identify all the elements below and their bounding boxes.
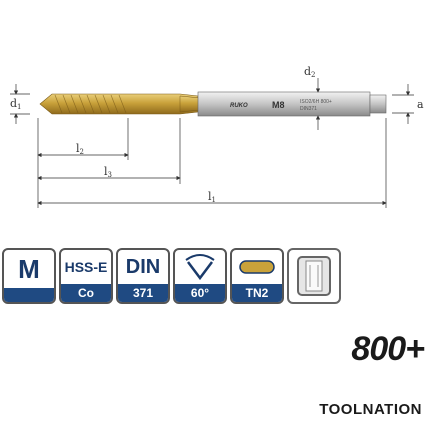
badge-coating-value: TN2 <box>232 284 282 302</box>
dim-l1-label: l1 <box>208 190 216 204</box>
badge-standard-label: DIN <box>125 255 161 278</box>
shank-line-2: DIN371 <box>300 106 317 112</box>
tap-technical-drawing: RUKO M8 ISO2/6H 800+ DIN371 d1 d2 a l2 l… <box>10 65 424 208</box>
shank-size: M8 <box>272 100 285 110</box>
tap-image: RUKO M8 ISO2/6H 800+ DIN371 <box>39 91 387 117</box>
dim-l3-label: l3 <box>104 165 112 179</box>
badge-angle-value: 60° <box>175 284 225 302</box>
shank-brand: RUKO <box>230 103 248 109</box>
badge-metric-bar <box>4 288 54 302</box>
badge-standard: DIN 371 <box>116 248 170 304</box>
badge-coating: TN2 <box>230 248 284 304</box>
feature-badges: M HSS-E Co DIN 371 60° TN2 <box>2 248 341 304</box>
badge-metric-label: M <box>18 253 40 284</box>
badge-standard-sub: 371 <box>118 284 168 302</box>
badge-material: HSS-E Co <box>59 248 113 304</box>
shank-line-1: ISO2/6H 800+ <box>300 99 332 105</box>
dim-a-label: a <box>417 98 424 111</box>
flute-angle-icon <box>185 254 215 281</box>
dim-l2-label: l2 <box>76 142 84 156</box>
coating-icon <box>239 260 275 274</box>
badge-material-sub: Co <box>61 284 111 302</box>
dim-d2-label: d2 <box>304 65 316 79</box>
logo-800-plus: 800+ <box>351 330 425 368</box>
badge-metric-thread: M <box>2 248 56 304</box>
badge-material-label: HSS-E <box>64 259 108 275</box>
badge-thread-angle: 60° <box>173 248 227 304</box>
brand-logo: TOOLNATION <box>319 401 422 418</box>
cylindrical-shank-icon <box>297 256 331 296</box>
dim-d1-label: d1 <box>10 97 22 111</box>
badge-shank <box>287 248 341 304</box>
